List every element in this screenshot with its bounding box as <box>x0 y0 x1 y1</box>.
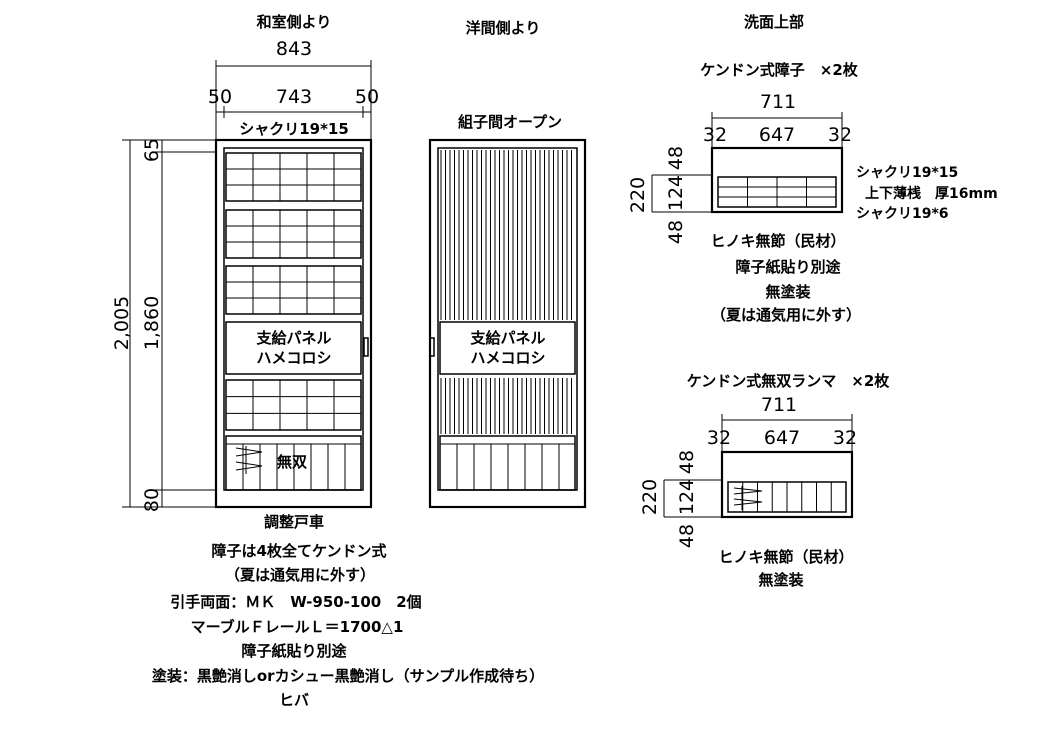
ranma-inner-width: 647 <box>764 427 800 449</box>
ranma-title: ケンドン式無双ランマ ×2枚 <box>687 372 891 390</box>
middle-panel-label-2: ハメコロシ <box>470 349 545 367</box>
middle-view: 洋間側より 組子間オープン 支給パネル ハメコロシ <box>428 19 587 509</box>
left-stile-left: 50 <box>208 86 232 108</box>
note-line: 引手両面：ＭＫ W-950-100 2個 <box>170 593 421 611</box>
ranma-total-width: 711 <box>761 394 797 416</box>
shoji-note-1: シャクリ19*15 <box>856 165 958 181</box>
note-line: 障子は4枚全てケンドン式 <box>212 542 387 560</box>
ranma-stile-right: 32 <box>833 427 857 449</box>
left-total-width: 843 <box>276 38 312 60</box>
note-line: ヒバ <box>279 691 309 709</box>
shoji-panel <box>225 209 362 259</box>
shoji-wood: ヒノキ無節（民材） <box>710 232 845 250</box>
ranma-bottom-rail: 48 <box>676 524 698 548</box>
left-groove-note: シャクリ19*15 <box>239 120 349 138</box>
middle-panel-label-1: 支給パネル <box>469 329 545 347</box>
middle-open-note: 組子間オープン <box>458 113 562 131</box>
shoji-height-total: 220 <box>627 177 649 213</box>
left-stile-right: 50 <box>355 86 379 108</box>
shoji-paper: 障子紙貼り別途 <box>735 258 841 276</box>
left-kick-label: 無双 <box>277 453 307 471</box>
shoji-stile-left: 32 <box>703 124 727 146</box>
ranma-wood: ヒノキ無節（民材） <box>718 548 853 566</box>
middle-heading: 洋間側より <box>466 19 541 37</box>
note-line: マーブルＦレールＬ＝1700△1 <box>191 618 404 636</box>
right-view: 洗面上部 ケンドン式障子 ×2枚 711 32 647 32 220 48 12… <box>627 13 998 589</box>
shoji-stile-right: 32 <box>828 124 852 146</box>
right-heading: 洗面上部 <box>744 13 804 31</box>
notes: 調整戸車 障子は4枚全てケンドン式 （夏は通気用に外す） 引手両面：ＭＫ W-9… <box>152 513 544 709</box>
ranma-finish: 無塗装 <box>758 571 804 589</box>
ranma-top-rail: 48 <box>676 450 698 474</box>
shoji-title: ケンドン式障子 ×2枚 <box>700 61 859 79</box>
shoji-note-3: シャクリ19*6 <box>856 206 949 222</box>
left-panel-label-1: 支給パネル <box>255 329 331 347</box>
ranma-height-total: 220 <box>639 479 661 515</box>
shoji-top-rail: 48 <box>665 146 687 170</box>
shoji-panel <box>225 379 362 431</box>
shoji-inner-width: 647 <box>759 124 795 146</box>
left-heading: 和室側より <box>257 13 332 31</box>
shoji-summer: （夏は通気用に外す） <box>711 306 861 324</box>
left-panel-label-2: ハメコロシ <box>256 349 331 367</box>
shoji-finish: 無塗装 <box>765 283 811 301</box>
ranma-stile-left: 32 <box>707 427 731 449</box>
left-inner-width: 743 <box>276 86 312 108</box>
note-line: 障子紙貼り別途 <box>241 642 347 660</box>
shoji-note-2: 上下薄桟 厚16mm <box>865 185 998 202</box>
note-line: 塗装：黒艶消しorカシュー黒艶消し（サンプル作成待ち） <box>152 667 544 685</box>
shoji-panel <box>225 152 362 202</box>
note-line: 調整戸車 <box>264 513 324 531</box>
shoji-bottom-rail: 48 <box>665 220 687 244</box>
shoji-total-width: 711 <box>760 91 796 113</box>
left-bottom-dim: 80 <box>141 488 163 512</box>
left-view: 和室側より 843 50 743 50 シャクリ19*15 2,005 1,86… <box>111 13 379 512</box>
left-top-dim: 65 <box>141 138 163 162</box>
ranma-inner-height: 124 <box>676 479 698 515</box>
note-line: （夏は通気用に外す） <box>225 566 375 584</box>
left-overall-height: 2,005 <box>111 296 133 350</box>
left-door-height: 1,860 <box>141 296 163 350</box>
shoji-panel <box>225 265 362 315</box>
shoji-inner-height: 124 <box>665 175 687 211</box>
